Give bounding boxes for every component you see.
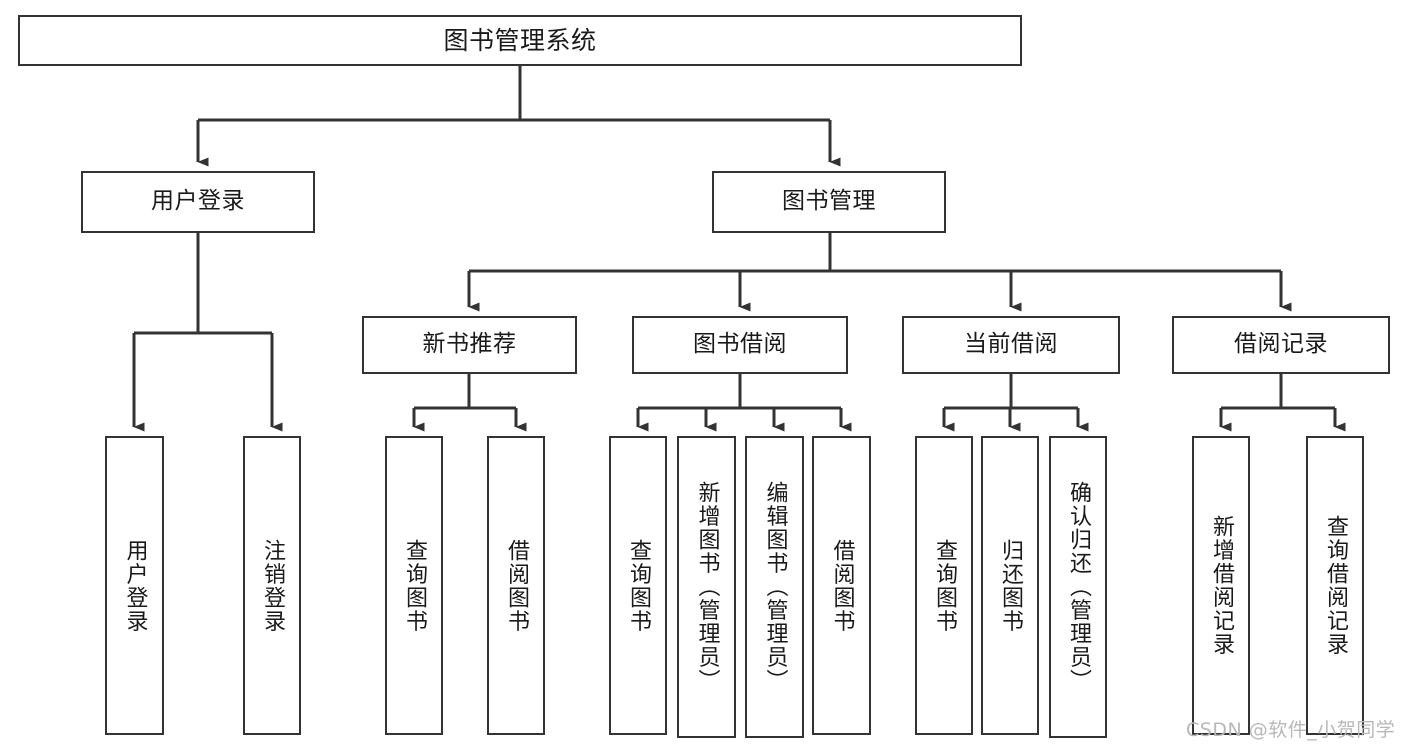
node-user-login[interactable]: 用户登录 (81, 171, 315, 233)
node-leaf-add-book-admin-label: 新增图书（管理员） (694, 481, 720, 693)
node-book-borrow[interactable]: 图书借阅 (632, 316, 848, 374)
node-leaf-user-login[interactable]: 用户登录 (105, 436, 164, 735)
node-leaf-query-borrow-record[interactable]: 查询借阅记录 (1306, 436, 1364, 735)
node-borrow-records[interactable]: 借阅记录 (1172, 316, 1390, 374)
node-root[interactable]: 图书管理系统 (18, 15, 1022, 66)
node-borrow-records-label: 借阅记录 (1234, 331, 1328, 358)
node-leaf-borrow-book-recommend-label: 借阅图书 (503, 538, 529, 633)
node-book-borrow-label: 图书借阅 (693, 331, 787, 358)
node-book-management-label: 图书管理 (782, 188, 876, 215)
node-leaf-borrow-book-label: 借阅图书 (829, 538, 855, 633)
node-leaf-query-book-current[interactable]: 查询图书 (915, 436, 973, 735)
node-leaf-user-login-label: 用户登录 (122, 538, 148, 633)
node-leaf-query-book-recommend-label: 查询图书 (401, 538, 427, 633)
node-current-borrow-label: 当前借阅 (964, 331, 1058, 358)
node-leaf-logout[interactable]: 注销登录 (243, 436, 301, 735)
node-leaf-query-book-recommend[interactable]: 查询图书 (385, 436, 443, 735)
node-user-login-label: 用户登录 (151, 188, 245, 215)
node-leaf-logout-label: 注销登录 (259, 538, 285, 633)
node-leaf-return-book-label: 归还图书 (997, 538, 1023, 633)
node-new-book-recommend[interactable]: 新书推荐 (362, 316, 577, 374)
node-leaf-add-borrow-record[interactable]: 新增借阅记录 (1192, 436, 1250, 735)
node-leaf-return-book[interactable]: 归还图书 (981, 436, 1039, 735)
node-leaf-borrow-book-recommend[interactable]: 借阅图书 (487, 436, 545, 735)
node-current-borrow[interactable]: 当前借阅 (902, 316, 1120, 374)
node-leaf-confirm-return-admin-label: 确认归还（管理员） (1065, 481, 1091, 693)
node-leaf-query-book-borrow-label: 查询图书 (625, 538, 651, 633)
node-leaf-borrow-book[interactable]: 借阅图书 (812, 436, 871, 735)
node-leaf-query-borrow-record-label: 查询借阅记录 (1322, 515, 1348, 656)
node-book-management[interactable]: 图书管理 (712, 171, 946, 233)
node-leaf-edit-book-admin[interactable]: 编辑图书（管理员） (745, 436, 804, 738)
watermark: CSDN @软件_小贺同学 (1186, 719, 1396, 741)
node-leaf-query-book-current-label: 查询图书 (931, 538, 957, 633)
node-leaf-query-book-borrow[interactable]: 查询图书 (609, 436, 667, 735)
node-leaf-edit-book-admin-label: 编辑图书（管理员） (762, 481, 788, 693)
node-leaf-add-book-admin[interactable]: 新增图书（管理员） (677, 436, 736, 738)
node-leaf-add-borrow-record-label: 新增借阅记录 (1208, 515, 1234, 656)
node-new-book-recommend-label: 新书推荐 (422, 331, 517, 358)
node-root-label: 图书管理系统 (443, 25, 597, 55)
node-leaf-confirm-return-admin[interactable]: 确认归还（管理员） (1049, 436, 1107, 738)
